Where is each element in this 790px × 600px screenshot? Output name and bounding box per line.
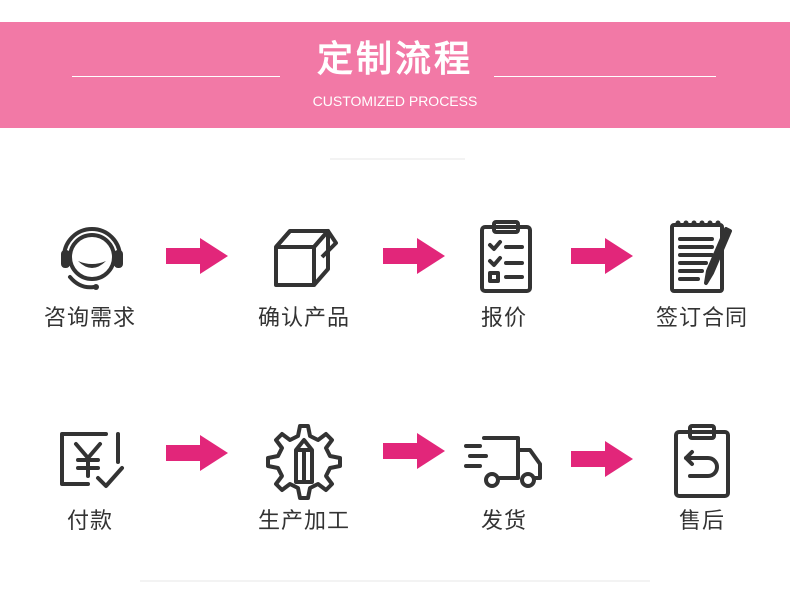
- step-label: 咨询需求: [43, 306, 136, 331]
- step-confirm-product: 确认产品: [234, 217, 374, 333]
- step-payment: 付款: [20, 420, 160, 536]
- contract-pen-icon: [670, 220, 732, 293]
- yen-payment-icon: [60, 432, 124, 488]
- step-sign-contract: 签订合同: [632, 217, 772, 333]
- step-label: 确认产品: [257, 306, 350, 331]
- header-banner: 定制流程 CUSTOMIZED PROCESS: [0, 22, 790, 128]
- step-label: 发货: [480, 509, 527, 534]
- step-label: 付款: [66, 509, 113, 534]
- step-quote: 报价: [434, 217, 574, 333]
- header-rule-right: [494, 76, 716, 77]
- step-label: 售后: [678, 509, 725, 534]
- step-production: 生产加工: [234, 420, 374, 536]
- step-after-sales: 售后: [632, 420, 772, 536]
- step-shipping: 发货: [434, 420, 574, 536]
- step-label: 报价: [480, 306, 527, 331]
- step-consult: 咨询需求: [20, 217, 160, 333]
- step-label: 签订合同: [655, 306, 748, 331]
- page-title: 定制流程: [316, 39, 473, 80]
- step-label: 生产加工: [257, 509, 350, 534]
- arrow-right-icon: [166, 238, 228, 274]
- return-clipboard-icon: [674, 424, 730, 498]
- arrow-right-icon: [571, 238, 633, 274]
- page-subtitle: CUSTOMIZED PROCESS: [312, 93, 478, 109]
- divider: [330, 158, 465, 160]
- arrow-right-icon: [383, 433, 445, 469]
- headset-icon: [61, 227, 123, 290]
- header-rule-left: [72, 76, 280, 77]
- box-icon: [274, 229, 338, 287]
- gear-pencil-icon: [266, 424, 342, 500]
- divider: [140, 580, 650, 582]
- clipboard-checklist-icon: [480, 220, 532, 293]
- arrow-right-icon: [383, 238, 445, 274]
- arrow-right-icon: [166, 435, 228, 471]
- delivery-truck-icon: [464, 436, 542, 488]
- arrow-right-icon: [571, 441, 633, 477]
